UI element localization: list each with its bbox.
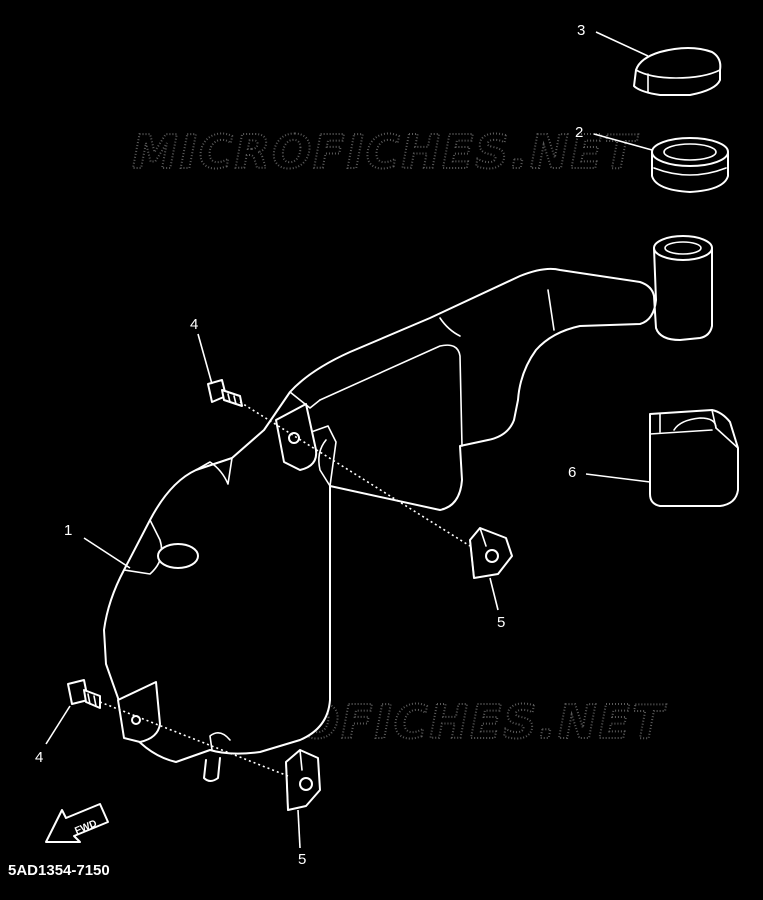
leader-3 [595,31,649,57]
assembly-axis-top [239,401,471,547]
callout-1: 1 [64,522,72,539]
part-4-bolt-bottom [67,679,101,709]
diagram-code: 5AD1354-7150 [8,862,110,879]
part-5-clip-nut-bottom [285,749,321,811]
callout-5-bottom: 5 [298,851,306,868]
part-4-bolt-top [207,379,243,407]
callout-4-bottom: 4 [35,749,43,766]
leader-5-bottom [297,809,301,849]
callout-5-top: 5 [497,614,505,631]
part-1-tank [103,235,713,782]
watermark-top: MICROFICHES.NET [132,125,639,179]
leader-6 [585,473,651,483]
assembly-axis-bottom [99,701,289,777]
part-2-grommet [651,137,729,193]
forward-arrow-icon: FWD [45,803,109,843]
leader-5-top [489,577,499,611]
callout-4-top: 4 [190,316,198,333]
leader-2 [593,133,653,151]
callout-2: 2 [575,124,583,141]
callout-6: 6 [568,464,576,481]
leader-1 [83,537,131,569]
part-5-clip-nut-top [469,527,513,579]
part-6-clamp [649,409,739,507]
leader-4-top [197,333,213,385]
leader-4-bottom [45,705,71,745]
part-3-cap [633,47,722,96]
callout-3: 3 [577,22,585,39]
